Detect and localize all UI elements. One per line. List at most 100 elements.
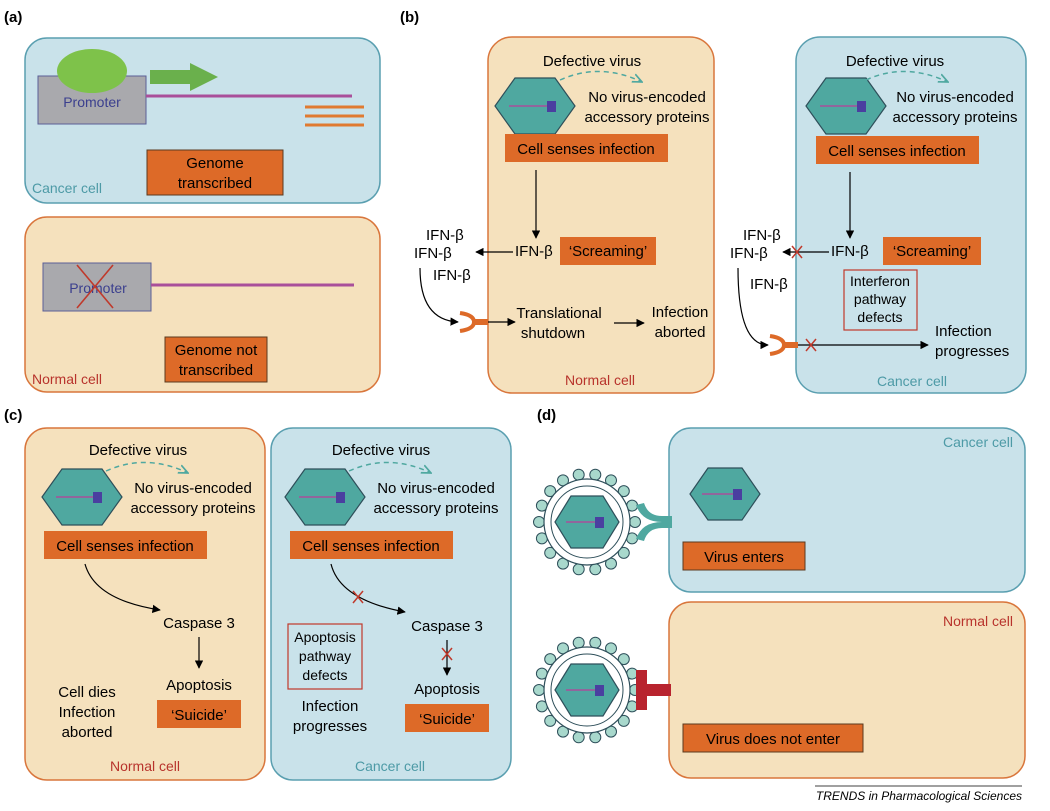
interferon-defects-box <box>843 269 918 331</box>
envelope-protein <box>544 485 557 498</box>
envelope-protein <box>617 546 630 559</box>
envelope-protein <box>617 714 630 727</box>
no-accessory-line1-c2: No virus-encoded <box>377 480 495 497</box>
normal-cell-label-c: Normal cell <box>110 758 180 774</box>
ifn-b1-3: IFN-β <box>433 267 471 284</box>
genome-not-transcribed-line1: Genome not <box>175 342 258 359</box>
cell-senses-text-b2: Cell senses infection <box>828 143 966 160</box>
defective-virus-label-c2: Defective virus <box>332 442 430 459</box>
ifn-b2-1: IFN-β <box>743 227 781 244</box>
caspase-c2: Caspase 3 <box>411 618 483 635</box>
enveloped-virus-top <box>533 468 641 576</box>
envelope-protein <box>589 731 602 744</box>
cell-senses-box-b1 <box>505 134 668 162</box>
receptor-teal-icon <box>636 503 672 522</box>
interferon-defects-line2: pathway <box>854 291 906 307</box>
envelope-protein <box>544 653 557 666</box>
virus-enters-box <box>682 541 806 571</box>
transcripts <box>305 105 364 127</box>
screaming-text-b2: ‘Screaming’ <box>893 243 971 260</box>
envelope-protein <box>572 468 585 481</box>
cancer-cell-label-a: Cancer cell <box>32 180 102 196</box>
footer-credit: TRENDS in Pharmacological Sciences <box>816 789 1022 803</box>
screaming-text-b1: ‘Screaming’ <box>569 243 647 260</box>
cell-dies-line2: Infection <box>59 704 116 721</box>
cross-icon <box>805 338 817 352</box>
genome-not-transcribed-box <box>164 336 268 383</box>
panel-d-cancer-cell: Cancer cell Virus enters <box>668 427 1026 593</box>
virus-icon <box>689 467 761 521</box>
infection-progresses-line2-b: progresses <box>935 343 1009 360</box>
receptor-icon-b2 <box>769 334 787 356</box>
panel-c-normal-cell: Defective virus No virus-encoded accesso… <box>24 427 266 781</box>
blocked-receptor-icon <box>636 670 671 710</box>
envelope-protein <box>589 636 602 649</box>
dashed-arrow <box>865 70 948 82</box>
cell-senses-box-b2 <box>816 136 979 164</box>
genome-not-transcribed-line2: transcribed <box>179 362 253 379</box>
promoter-label: Promoter <box>63 94 121 110</box>
genome-transcribed-box <box>146 149 284 196</box>
ifn-cluster-b1: IFN-β IFN-β IFN-β <box>414 227 516 333</box>
infection-aborted-line1-b: Infection <box>652 304 709 321</box>
genome-transcribed-line2: transcribed <box>178 175 252 192</box>
arrow-ifn-to-receptor-b1 <box>419 267 459 326</box>
dashed-arrow <box>348 461 431 473</box>
infection-aborted-line2-b: aborted <box>655 324 706 341</box>
arrow-senses-to-caspase-c2 <box>330 563 406 615</box>
no-accessory-line2-c1: accessory proteins <box>130 500 255 517</box>
panel-label-b: (b) <box>400 9 419 26</box>
cross-icon <box>352 590 364 604</box>
transcription-arrow <box>150 63 218 91</box>
ifn-b2-3: IFN-β <box>750 276 788 293</box>
enveloped-virus-bottom <box>533 636 641 744</box>
no-accessory-line1-b1: No virus-encoded <box>588 89 706 106</box>
screaming-box-b1 <box>560 237 656 265</box>
panel-label-d: (d) <box>537 407 556 424</box>
no-accessory-line2-b2: accessory proteins <box>892 109 1017 126</box>
translational-shutdown-line2: shutdown <box>521 325 585 342</box>
cell-dies-line1: Cell dies <box>58 684 116 701</box>
cancer-cell-label-c: Cancer cell <box>355 758 425 774</box>
ifn-center-b1: IFN-β <box>515 243 553 260</box>
genome-transcribed-line1: Genome <box>186 155 244 172</box>
panel-d-normal-cell: Normal cell Virus does not enter <box>668 601 1026 779</box>
defective-virus-label-b1: Defective virus <box>543 53 641 70</box>
ifn-cluster-b2: IFN-β IFN-β IFN-β <box>730 227 929 356</box>
suicide-box-c1 <box>157 700 241 728</box>
infection-progresses-line1-b: Infection <box>935 323 992 340</box>
promoter-label-normal: Promoter <box>69 280 127 296</box>
panel-label-a: (a) <box>4 9 22 26</box>
cross-icon <box>791 245 803 259</box>
envelope-protein <box>617 485 630 498</box>
caspase-c1: Caspase 3 <box>163 615 235 632</box>
envelope-protein <box>544 714 557 727</box>
cell-senses-text-b1: Cell senses infection <box>517 141 655 158</box>
virus-not-enter-text: Virus does not enter <box>706 731 840 748</box>
no-accessory-line2-c2: accessory proteins <box>373 500 498 517</box>
translational-shutdown-line1: Translational <box>516 305 601 322</box>
panel-label-c: (c) <box>4 407 22 424</box>
ifn-b1-1: IFN-β <box>426 227 464 244</box>
no-accessory-line1-b2: No virus-encoded <box>896 89 1014 106</box>
cross-icon <box>441 647 453 661</box>
dashed-arrow <box>559 70 642 82</box>
envelope-protein <box>589 563 602 576</box>
defective-virus-label-c1: Defective virus <box>89 442 187 459</box>
envelope-protein <box>533 684 545 696</box>
dashed-arrow <box>105 461 188 473</box>
envelope-protein <box>572 636 585 649</box>
cell-senses-box-c2 <box>290 531 453 559</box>
apoptosis-defects-line3: defects <box>302 667 347 683</box>
normal-cell-label-b: Normal cell <box>565 372 635 388</box>
suicide-text-c1: ‘Suicide’ <box>171 707 227 724</box>
apoptosis-defects-box <box>287 623 363 690</box>
envelope-protein <box>617 653 630 666</box>
transcription-factor <box>57 49 127 93</box>
interferon-defects-line3: defects <box>857 309 902 325</box>
envelope-protein <box>533 516 545 528</box>
panel-a-normal-cell: Promoter Genome not transcribed Normal c… <box>24 216 381 393</box>
suicide-box-c2 <box>405 704 489 732</box>
arrow-senses-to-caspase-c1 <box>84 563 161 613</box>
